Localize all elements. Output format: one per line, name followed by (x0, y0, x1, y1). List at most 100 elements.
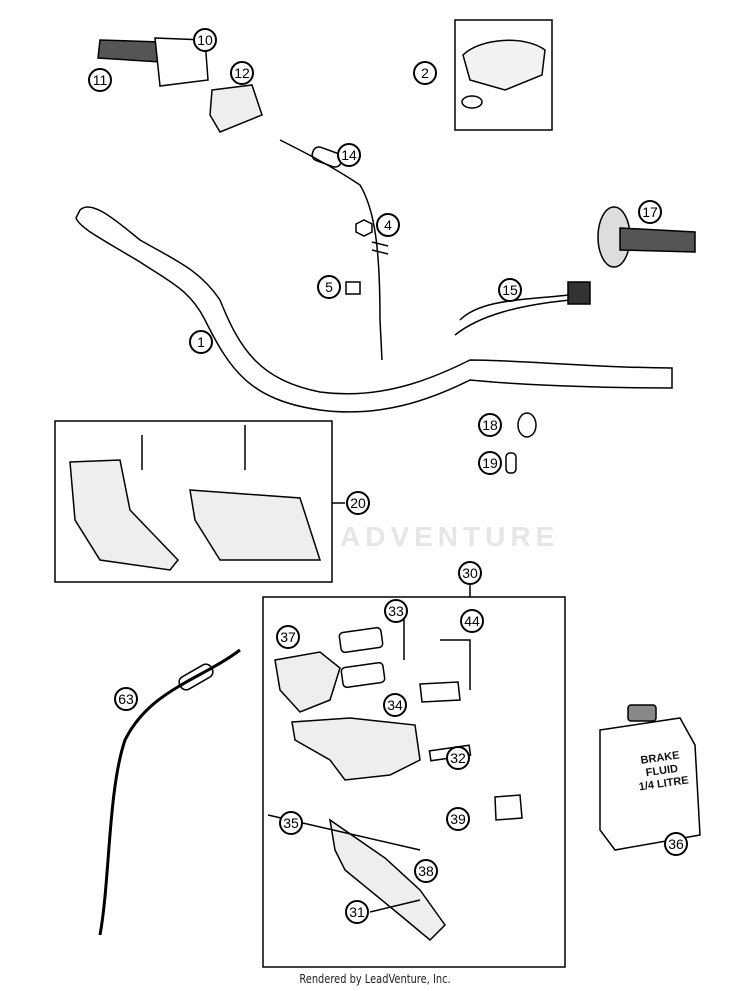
callouts: 10 11 12 2 14 4 5 1 17 15 18 19 20 30 33 44 37 34 63 32 39 36… (88, 28, 688, 924)
callout-17: 17 (638, 200, 662, 224)
callout-32: 32 (446, 746, 470, 770)
nut-part-4 (355, 219, 373, 237)
handlebar (75, 206, 673, 413)
footer-credit: Rendered by LeadVenture, Inc. (299, 972, 451, 986)
callout-circle (446, 807, 470, 831)
callout-number: 63 (118, 691, 134, 707)
callout-number: 33 (388, 603, 404, 619)
callout-37: 37 (276, 625, 300, 649)
cover-part (462, 39, 546, 91)
callout-19: 19 (478, 451, 502, 475)
callout-circle (638, 200, 662, 224)
callout-number: 34 (387, 697, 403, 713)
left-grip (97, 39, 161, 63)
callout-number: 10 (197, 32, 213, 48)
callout-circle (498, 278, 522, 302)
callout-number: 17 (642, 204, 658, 220)
throttle-cover (209, 84, 263, 133)
callout-10: 10 (193, 28, 217, 52)
callout-18: 18 (478, 413, 502, 437)
callout-circle (376, 213, 400, 237)
callout-circle (337, 143, 361, 167)
callout-35: 35 (279, 811, 303, 835)
part-2-box (454, 19, 553, 131)
callout-circle (279, 811, 303, 835)
brake-fluid-bottle (599, 717, 701, 851)
cable-tie (461, 95, 483, 109)
callout-number: 5 (325, 279, 333, 295)
callout-circle (458, 561, 482, 585)
callout-4: 4 (376, 213, 400, 237)
watermark: ADVENTURE (340, 521, 560, 552)
brake-lever (328, 818, 446, 942)
callout-circle (446, 746, 470, 770)
callout-number: 15 (502, 282, 518, 298)
callout-number: 14 (341, 147, 357, 163)
kill-switch-wire (454, 294, 571, 336)
reservoir-cap (338, 626, 384, 654)
callout-number: 2 (421, 65, 429, 81)
callout-circle (460, 609, 484, 633)
callout-63: 63 (114, 687, 138, 711)
callout-number: 1 (197, 334, 205, 350)
callout-circle (88, 68, 112, 92)
callout-38: 38 (414, 859, 438, 883)
cable-tie-18 (517, 412, 537, 438)
callout-circle (478, 451, 502, 475)
callout-circle (383, 693, 407, 717)
callout-number: 38 (418, 863, 434, 879)
callout-circle (114, 687, 138, 711)
right-handguard (189, 489, 322, 561)
callout-11: 11 (88, 68, 112, 92)
hydraulic-line (98, 648, 241, 936)
boot-39 (494, 794, 523, 821)
callout-33: 33 (384, 599, 408, 623)
clip-part-5 (345, 281, 361, 295)
callout-circle (345, 900, 369, 924)
callout-20: 20 (346, 491, 370, 515)
left-handguard (69, 459, 179, 571)
callout-number: 11 (93, 72, 108, 88)
callout-number: 36 (668, 836, 684, 852)
master-cylinder (291, 717, 421, 781)
callout-number: 44 (464, 613, 480, 629)
kill-switch (567, 281, 591, 305)
throttle-housing (154, 37, 209, 87)
callout-12: 12 (230, 61, 254, 85)
callout-circle (413, 61, 437, 85)
callout-circle (346, 491, 370, 515)
callout-circle (276, 625, 300, 649)
callout-2: 2 (413, 61, 437, 85)
right-grip (619, 227, 696, 253)
callout-36: 36 (664, 832, 688, 856)
brake-assembly-box (262, 596, 566, 968)
callout-number: 35 (283, 815, 299, 831)
callout-number: 12 (234, 65, 250, 81)
callout-circle (230, 61, 254, 85)
callout-circle (414, 859, 438, 883)
sleeve-19 (505, 452, 517, 474)
callout-14: 14 (337, 143, 361, 167)
callout-5: 5 (317, 275, 341, 299)
callout-number: 19 (482, 455, 498, 471)
bottle-cap (627, 704, 657, 722)
handguard-box (54, 420, 333, 583)
callout-30: 30 (458, 561, 482, 585)
callout-44: 44 (460, 609, 484, 633)
clamp-44 (419, 681, 461, 703)
callout-number: 37 (280, 629, 296, 645)
callout-circle (317, 275, 341, 299)
choke-cable (279, 139, 383, 361)
callout-circle (478, 413, 502, 437)
callout-31: 31 (345, 900, 369, 924)
callout-number: 39 (450, 811, 466, 827)
callout-15: 15 (498, 278, 522, 302)
callout-circle (384, 599, 408, 623)
callout-circle (193, 28, 217, 52)
break-marks (371, 241, 389, 255)
leader-lines (403, 612, 471, 690)
callout-circle (664, 832, 688, 856)
callout-number: 32 (450, 750, 466, 766)
callout-number: 31 (349, 904, 365, 920)
